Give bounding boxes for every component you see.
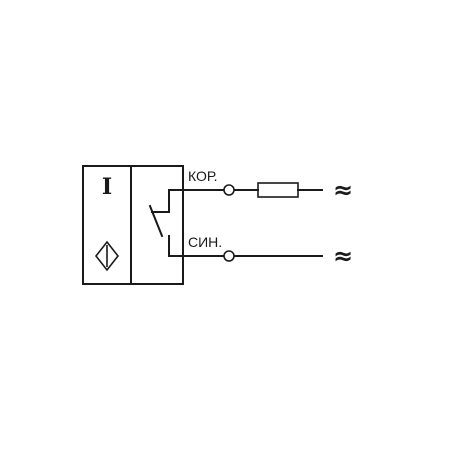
terminal-label-blue: СИН. (188, 234, 222, 250)
sensor-housing-right (130, 165, 184, 285)
sensor-type-symbol: I (102, 174, 112, 200)
terminal-label-brown: КОР. (188, 168, 217, 184)
normally-open-switch-icon (148, 189, 170, 257)
terminal-blue (223, 250, 235, 262)
resistor-load-icon (257, 182, 299, 198)
supply-symbol-bottom: ≈ (333, 242, 353, 270)
terminal-brown (223, 184, 235, 196)
supply-symbol-top: ≈ (333, 176, 353, 204)
inductive-sensor-diamond-icon (94, 240, 120, 272)
